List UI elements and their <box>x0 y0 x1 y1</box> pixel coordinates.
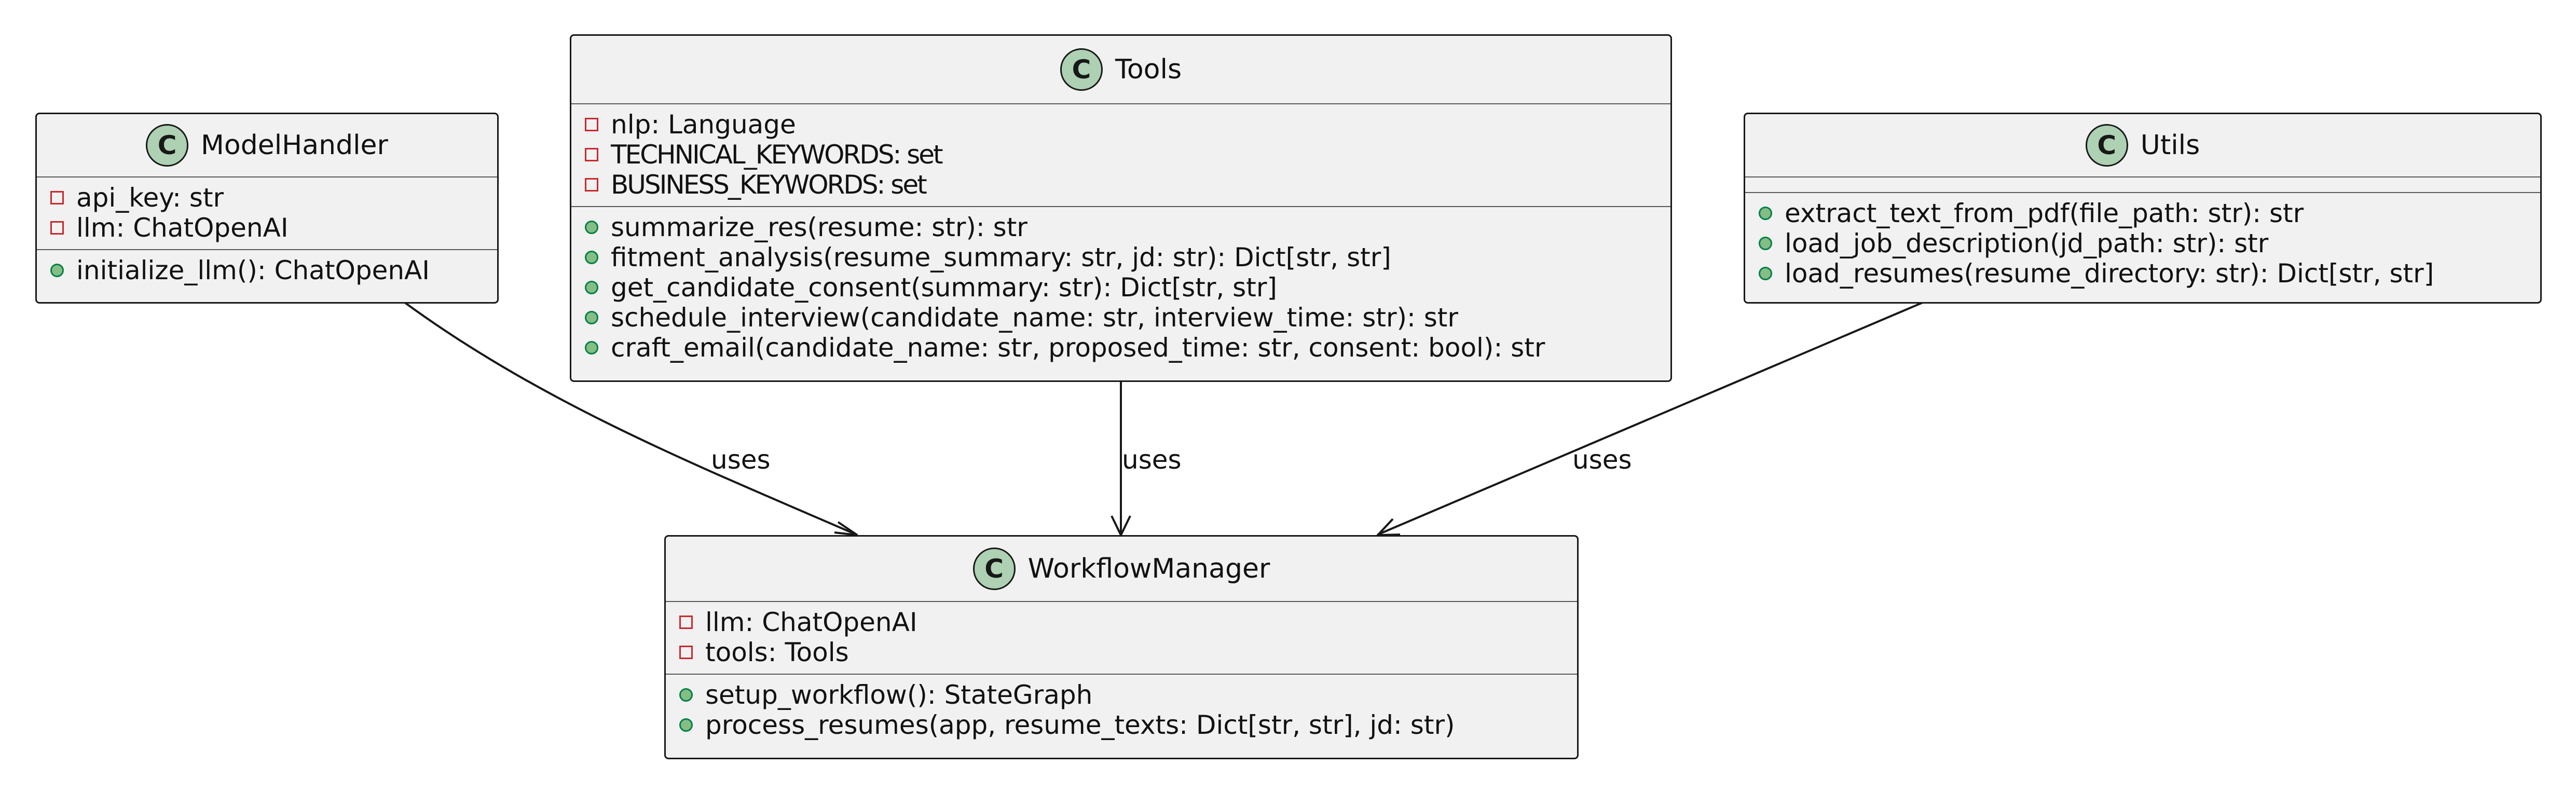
method-row: process_resumes(app, resume_texts: Dict[… <box>666 710 1577 740</box>
method-text: summarize_res(resume: str): str <box>611 212 1027 242</box>
private-visibility-icon <box>679 646 693 659</box>
relation-modelhandler-workflowmanager <box>404 302 857 536</box>
class-header: C WorkflowManager <box>666 537 1577 602</box>
attribute-row: llm: ChatOpenAI <box>666 607 1577 637</box>
attributes-section <box>1745 177 2540 192</box>
public-visibility-icon <box>679 718 693 732</box>
method-text: load_resumes(resume_directory: str): Dic… <box>1785 258 2434 289</box>
method-row: load_resumes(resume_directory: str): Dic… <box>1745 258 2540 289</box>
method-text: schedule_interview(candidate_name: str, … <box>611 303 1458 333</box>
methods-section: initialize_llm(): ChatOpenAI <box>37 249 497 292</box>
public-visibility-icon <box>585 281 598 294</box>
attribute-row: llm: ChatOpenAI <box>37 213 497 243</box>
public-visibility-icon <box>1759 237 1772 250</box>
attributes-section: nlp: Language TECHNICAL_KEYWORDS: set BU… <box>571 104 1670 206</box>
methods-section: summarize_res(resume: str): str fitment_… <box>571 206 1670 369</box>
public-visibility-icon <box>1759 267 1772 280</box>
class-header: C ModelHandler <box>37 114 497 177</box>
method-row: setup_workflow(): StateGraph <box>666 680 1577 710</box>
public-visibility-icon <box>1759 207 1772 220</box>
public-visibility-icon <box>585 221 598 234</box>
attribute-text: llm: ChatOpenAI <box>76 213 289 243</box>
method-text: setup_workflow(): StateGraph <box>705 680 1093 710</box>
private-visibility-icon <box>50 191 64 204</box>
class-name: ModelHandler <box>201 130 388 161</box>
method-row: load_job_description(jd_path: str): str <box>1745 228 2540 258</box>
class-stereotype-icon: C <box>1060 48 1103 91</box>
class-modelhandler: C ModelHandler api_key: str llm: ChatOpe… <box>35 113 499 304</box>
method-text: process_resumes(app, resume_texts: Dict[… <box>705 710 1455 740</box>
relation-label-tools: uses <box>1122 445 1182 475</box>
method-text: get_candidate_consent(summary: str): Dic… <box>611 272 1277 303</box>
method-text: extract_text_from_pdf(file_path: str): s… <box>1785 198 2304 228</box>
public-visibility-icon <box>585 311 598 324</box>
method-row: initialize_llm(): ChatOpenAI <box>37 255 497 285</box>
attribute-text: TECHNICAL_KEYWORDS: set <box>611 140 943 170</box>
class-workflowmanager: C WorkflowManager llm: ChatOpenAI tools:… <box>664 535 1579 759</box>
attribute-row: nlp: Language <box>571 110 1670 140</box>
method-row: summarize_res(resume: str): str <box>571 212 1670 242</box>
attribute-text: nlp: Language <box>611 110 796 140</box>
class-stereotype-icon: C <box>146 124 189 167</box>
attribute-text: tools: Tools <box>705 637 849 667</box>
class-utils: C Utils extract_text_from_pdf(file_path:… <box>1744 113 2542 304</box>
public-visibility-icon <box>585 251 598 264</box>
class-name: Utils <box>2140 130 2200 161</box>
attributes-section: api_key: str llm: ChatOpenAI <box>37 177 497 249</box>
method-row: schedule_interview(candidate_name: str, … <box>571 303 1670 333</box>
attribute-row: api_key: str <box>37 183 497 213</box>
class-header: C Utils <box>1745 114 2540 177</box>
attributes-section: llm: ChatOpenAI tools: Tools <box>666 602 1577 674</box>
class-tools: C Tools nlp: Language TECHNICAL_KEYWORDS… <box>570 34 1672 382</box>
attribute-row: BUSINESS_KEYWORDS: set <box>571 170 1670 200</box>
public-visibility-icon <box>50 264 64 277</box>
class-stereotype-icon: C <box>972 548 1016 590</box>
method-text: fitment_analysis(resume_summary: str, jd… <box>611 242 1391 272</box>
attribute-text: api_key: str <box>76 183 224 213</box>
private-visibility-icon <box>585 118 598 131</box>
method-row: fitment_analysis(resume_summary: str, jd… <box>571 242 1670 272</box>
attribute-text: llm: ChatOpenAI <box>705 607 917 637</box>
attribute-row: TECHNICAL_KEYWORDS: set <box>571 140 1670 170</box>
class-header: C Tools <box>571 36 1670 104</box>
relation-label-utils: uses <box>1572 445 1632 475</box>
relation-utils-workflowmanager <box>1377 302 1923 536</box>
private-visibility-icon <box>585 148 598 161</box>
class-name: Tools <box>1115 54 1182 85</box>
private-visibility-icon <box>679 616 693 629</box>
public-visibility-icon <box>679 688 693 702</box>
private-visibility-icon <box>585 178 598 192</box>
attribute-text: BUSINESS_KEYWORDS: set <box>611 170 927 200</box>
attribute-row: tools: Tools <box>666 637 1577 667</box>
method-text: initialize_llm(): ChatOpenAI <box>76 255 430 285</box>
method-row: get_candidate_consent(summary: str): Dic… <box>571 272 1670 303</box>
public-visibility-icon <box>585 341 598 354</box>
method-text: load_job_description(jd_path: str): str <box>1785 228 2269 258</box>
methods-section: extract_text_from_pdf(file_path: str): s… <box>1745 192 2540 295</box>
method-row: extract_text_from_pdf(file_path: str): s… <box>1745 198 2540 228</box>
class-name: WorkflowManager <box>1027 553 1270 584</box>
method-text: craft_email(candidate_name: str, propose… <box>611 333 1545 363</box>
methods-section: setup_workflow(): StateGraph process_res… <box>666 674 1577 746</box>
private-visibility-icon <box>50 221 64 235</box>
method-row: craft_email(candidate_name: str, propose… <box>571 333 1670 363</box>
relation-label-modelhandler: uses <box>711 445 771 475</box>
class-stereotype-icon: C <box>2085 124 2128 167</box>
